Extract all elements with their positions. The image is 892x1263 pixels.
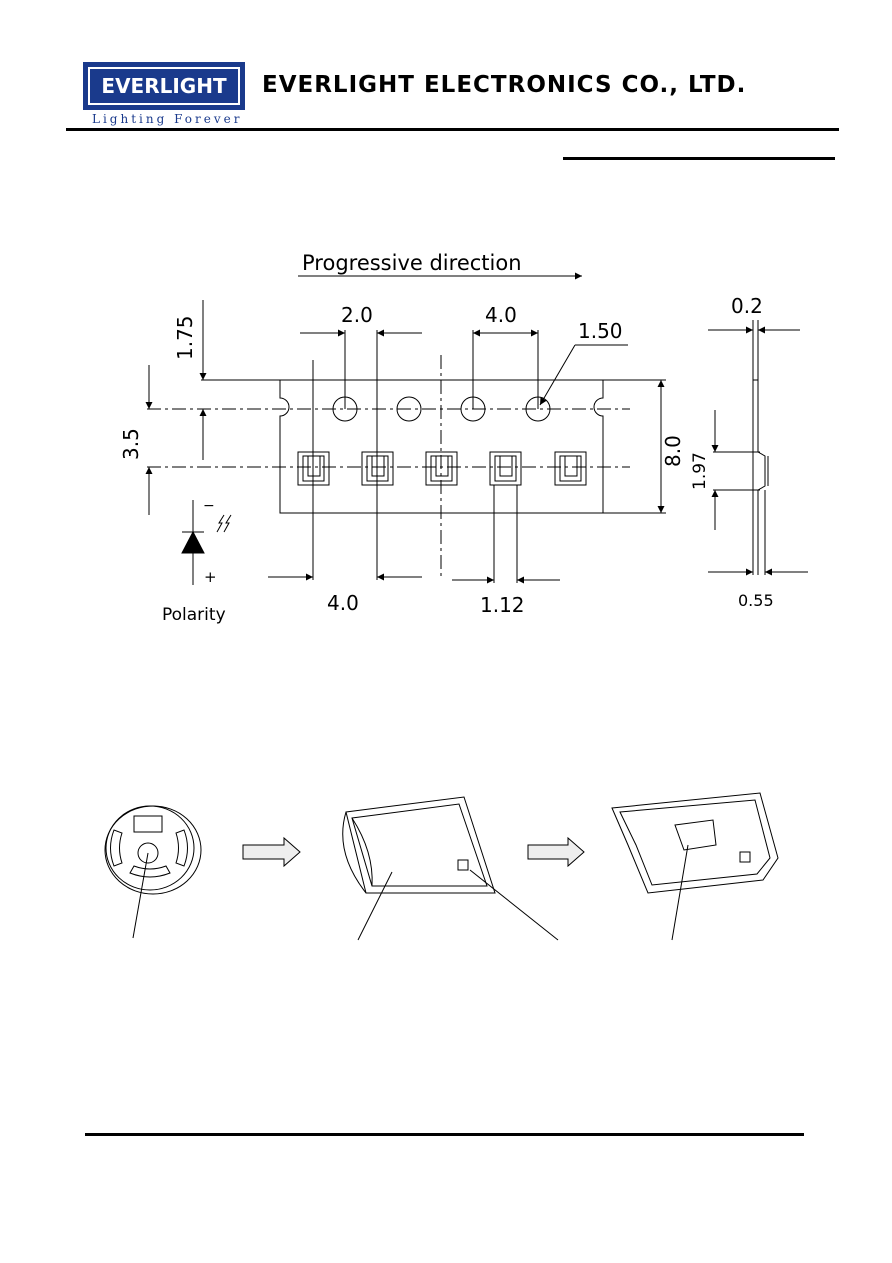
direction-label: Progressive direction: [302, 251, 522, 275]
dim-1-75: 1.75: [173, 315, 197, 360]
dim-4-0-top: 4.0: [485, 303, 517, 327]
company-name: EVERLIGHT ELECTRONICS CO., LTD.: [262, 72, 747, 98]
logo-tagline: Lighting Forever: [92, 112, 243, 126]
dim-1-50: 1.50: [578, 319, 623, 343]
dim-4-0-bottom: 4.0: [327, 591, 359, 615]
header-rule: [66, 128, 839, 131]
dim-1-12: 1.12: [480, 593, 525, 617]
dim-2-0: 2.0: [341, 303, 373, 327]
dim-8-0: 8.0: [661, 435, 685, 467]
subheader-rule: [563, 157, 835, 160]
footer-rule: [85, 1133, 804, 1136]
polarity-minus: −: [203, 498, 215, 514]
dim-1-97: 1.97: [690, 452, 710, 490]
logo-text: EVERLIGHT: [101, 74, 227, 98]
polarity-plus: +: [204, 568, 217, 586]
polarity-label: Polarity: [162, 605, 226, 625]
dim-3-5: 3.5: [119, 428, 143, 460]
dim-0-2: 0.2: [731, 294, 763, 318]
dim-0-55: 0.55: [738, 591, 774, 610]
everlight-logo: EVERLIGHT: [83, 62, 245, 110]
